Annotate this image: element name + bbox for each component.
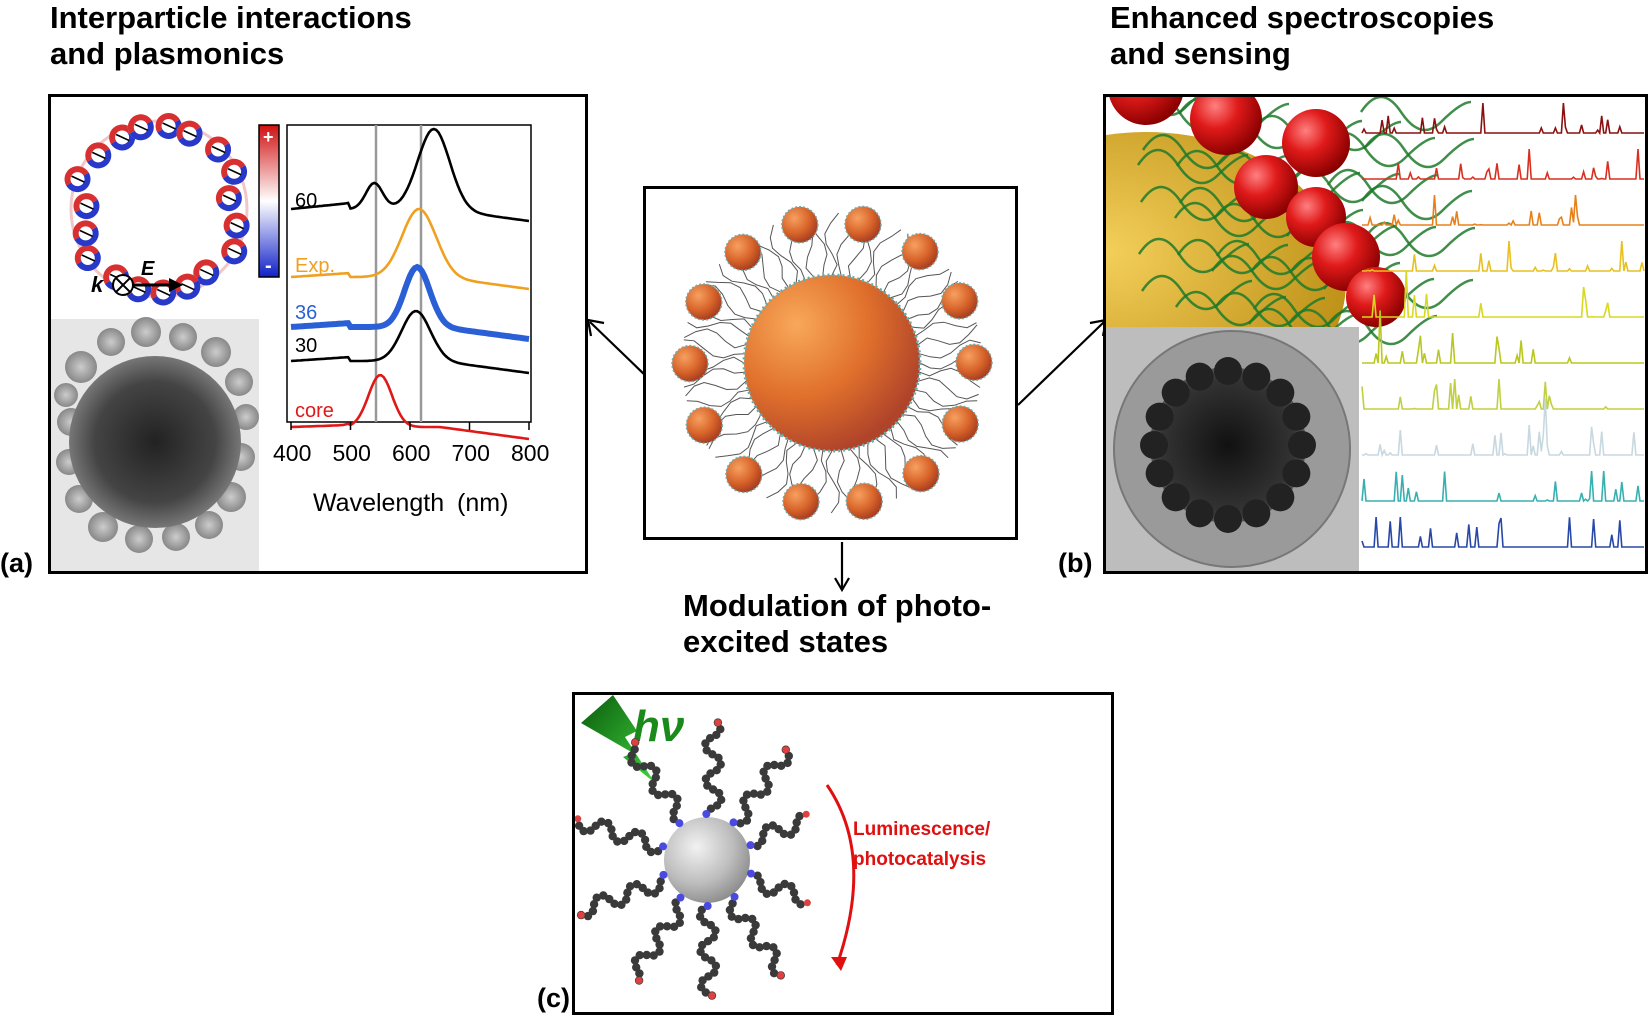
heading-spectroscopies-line1: Enhanced spectroscopies xyxy=(1110,0,1495,35)
sers-spectrum xyxy=(1362,240,1645,272)
heading-plasmonics-line1: Interparticle interactions xyxy=(50,0,412,35)
field-map xyxy=(64,112,250,306)
red-sphere xyxy=(1346,267,1406,327)
satellite-particle xyxy=(955,343,993,382)
spectrum-curve xyxy=(290,309,530,375)
colorbar-minus-label: - xyxy=(265,255,272,277)
polymer-chains xyxy=(575,718,811,1000)
red-sphere xyxy=(1282,109,1350,177)
heading-plasmonics-line2: and plasmonics xyxy=(50,36,285,71)
satellite-particle xyxy=(845,482,883,521)
emission-label: Luminescence/ photocatalysis xyxy=(853,819,996,870)
heading-photoexcited-line1: Modulation of photo- xyxy=(683,588,992,623)
satellite-particle xyxy=(685,283,723,321)
emission-label-line2: photocatalysis xyxy=(853,849,986,870)
satellite-particle xyxy=(725,455,763,494)
x-tick-label: 500 xyxy=(333,440,371,466)
satellite-particle xyxy=(782,482,820,521)
core-particle xyxy=(742,273,922,453)
lightning-bolt-icon xyxy=(581,695,655,783)
satellite-particle xyxy=(724,233,762,272)
colorbar xyxy=(258,124,280,278)
satellite-particles xyxy=(671,205,993,521)
panel-photoexcited-figure: hν Luminescence/ photocatalysis xyxy=(575,695,996,1000)
panel-nanoparticle-assembly xyxy=(643,186,1018,540)
dipole-particle xyxy=(176,120,203,147)
x-tick-label: 800 xyxy=(511,440,549,466)
satellite-particle xyxy=(671,344,709,383)
x-tick-label: 600 xyxy=(392,440,430,466)
dipole-particle xyxy=(223,212,250,239)
nanoparticle-core xyxy=(664,817,750,903)
dipole-particle xyxy=(221,158,248,185)
assembly-figure xyxy=(671,205,993,521)
spectrum-label: 60 xyxy=(295,190,317,212)
spectrum-curve xyxy=(290,263,530,342)
red-sphere xyxy=(1234,155,1298,219)
spectrum-label: 30 xyxy=(295,335,317,357)
satellite-particle xyxy=(941,405,979,443)
spectrum-curve xyxy=(290,207,530,291)
dipole-particle xyxy=(85,142,112,169)
panel-label-a: (a) xyxy=(0,548,33,578)
e-field-label: E xyxy=(141,258,155,280)
heading-photoexcited-line2: excited states xyxy=(683,624,889,659)
dipole-particle xyxy=(155,112,182,139)
x-tick-label: 400 xyxy=(273,440,311,466)
dipole-particle xyxy=(73,193,100,220)
heading-spectroscopies-line2: and sensing xyxy=(1110,36,1291,71)
satellite-particle xyxy=(940,282,979,320)
satellite-particle xyxy=(901,232,939,271)
sers-spectrum xyxy=(1361,516,1644,548)
panel-label-b: (b) xyxy=(1058,548,1093,578)
red-sphere xyxy=(1109,97,1183,125)
heading-spectroscopies: Enhanced spectroscopies and sensing xyxy=(1110,0,1494,72)
panel-spectroscopies xyxy=(1103,94,1648,574)
dipole-particle xyxy=(215,185,242,212)
sers-spectrum xyxy=(1361,470,1644,503)
sers-spectrum xyxy=(1362,398,1644,458)
red-sphere xyxy=(1190,97,1262,155)
panel-photoexcited: hν Luminescence/ photocatalysis xyxy=(572,692,1114,1015)
satellite-particle xyxy=(902,454,940,493)
satellite-particle xyxy=(844,205,882,244)
arrow-to-panel-b xyxy=(1017,321,1105,406)
k-vector-label: k xyxy=(91,272,105,297)
spectra-x-label-text: Wavelength xyxy=(313,489,444,517)
dipole-particle xyxy=(174,273,201,300)
x-tick-label: 700 xyxy=(452,440,490,466)
sers-spectrum xyxy=(1362,270,1644,318)
spectrum-label: 36 xyxy=(295,302,317,324)
photon-energy-label: hν xyxy=(633,702,685,751)
sers-spectrum xyxy=(1361,378,1644,410)
satellite-particle xyxy=(781,205,819,244)
satellite-particle xyxy=(685,406,724,444)
dipole-particle xyxy=(205,136,232,163)
dipole-particle xyxy=(127,114,154,141)
panel-spectroscopies-figure xyxy=(1106,97,1645,571)
sers-spectra-stack xyxy=(1361,102,1645,548)
dipole-particle xyxy=(74,245,101,272)
dipole-particle xyxy=(221,238,248,265)
panel-label-c: (c) xyxy=(537,983,570,1013)
sers-spectrum xyxy=(1362,148,1644,180)
colorbar-plus-label: + xyxy=(263,127,274,147)
spectrum-label: Exp. xyxy=(295,255,335,277)
dipole-particle xyxy=(72,220,99,247)
sers-spectrum xyxy=(1361,102,1644,136)
dipole-particle xyxy=(193,259,220,286)
sers-spectrum xyxy=(1362,194,1644,228)
spectrum-curve xyxy=(290,127,530,223)
sers-spectrum xyxy=(1362,310,1644,364)
spectra-x-label: Wavelength (nm) xyxy=(313,489,508,517)
emission-arrow xyxy=(825,784,856,966)
heading-photoexcited: Modulation of photo- excited states xyxy=(683,588,991,660)
dipole-particle xyxy=(64,166,91,193)
spectrum-label: core xyxy=(295,400,334,422)
spectra-x-unit: (nm) xyxy=(457,489,508,517)
heading-plasmonics: Interparticle interactions and plasmonic… xyxy=(50,0,412,72)
emission-label-line1: Luminescence/ xyxy=(853,819,991,840)
